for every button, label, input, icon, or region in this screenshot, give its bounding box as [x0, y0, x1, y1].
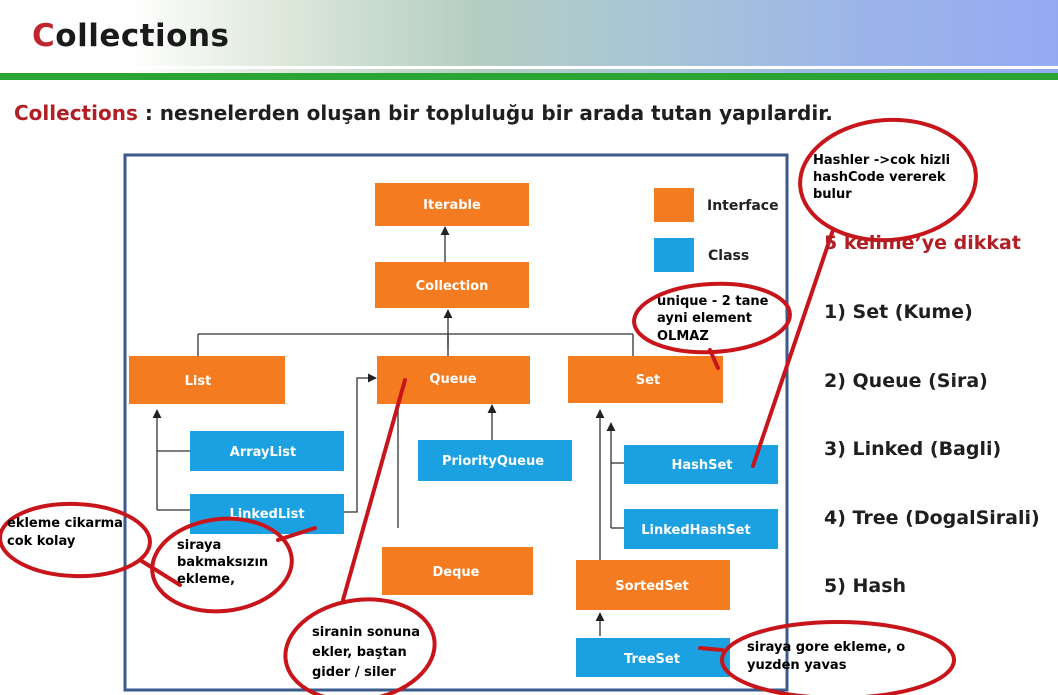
- note-ekleme-line-2: cok kolay: [7, 534, 76, 549]
- slide-title: Collections: [32, 18, 229, 54]
- legend-interface-swatch: [654, 188, 694, 222]
- annotation-unique-pointer: [708, 348, 720, 370]
- annotation-siraya-pointer: [276, 526, 317, 542]
- slide-header: Collections: [0, 0, 1058, 80]
- note-tree-line-2: yuzden yavas: [747, 658, 847, 673]
- node-set: [568, 356, 723, 403]
- annotation-siranin-ellipse: [283, 597, 437, 695]
- slide-title-rest: ollections: [55, 18, 230, 54]
- label-iterable: Iterable: [423, 198, 481, 213]
- note-tree-line-1: siraya gore ekleme, o: [747, 640, 905, 655]
- node-linkedhashset: [624, 509, 778, 549]
- header-divider-green: [0, 73, 1058, 80]
- note-hash-line-3: bulur: [813, 187, 852, 202]
- definition-term: Collections: [14, 101, 138, 125]
- definition-text: : nesnelerden oluşan bir topluluğu bir a…: [137, 101, 833, 125]
- label-priorityqueue: PriorityQueue: [442, 454, 544, 469]
- node-list: [129, 356, 285, 404]
- note-siranin-line-2: ekler, baştan: [312, 645, 407, 660]
- node-deque: [382, 547, 533, 595]
- keyword-item-hash: 5) Hash: [824, 575, 907, 597]
- keywords-heading: 5 kelime’ye dikkat: [824, 232, 1021, 254]
- note-siranin-line-1: siranin sonuna: [312, 625, 420, 640]
- note-siraya-line-1: siraya: [177, 538, 221, 553]
- label-queue: Queue: [429, 372, 476, 387]
- annotation-tree-pointer: [698, 646, 724, 652]
- label-list: List: [185, 374, 212, 389]
- legend-class-label: Class: [708, 248, 749, 264]
- label-set: Set: [636, 373, 660, 388]
- note-hash-line-2: hashCode vererek: [813, 170, 946, 185]
- keyword-item-set: 1) Set (Kume): [824, 301, 973, 323]
- legend: Interface Class: [654, 188, 779, 272]
- annotation-ekleme-pointer: [138, 558, 182, 587]
- note-unique-line-3: OLMAZ: [657, 329, 709, 344]
- annotations: [0, 117, 978, 695]
- label-hashset: HashSet: [671, 458, 732, 473]
- node-treeset: [576, 638, 730, 677]
- note-hash-line-1: Hashler ->cok hizli: [813, 153, 950, 168]
- note-ekleme-line-1: ekleme cikarma: [7, 516, 123, 531]
- annotation-hash-ellipse: [798, 117, 978, 243]
- node-sortedset: [576, 560, 730, 610]
- annotation-texts: Hashler ->cok hizli hashCode vererek bul…: [7, 153, 950, 680]
- connectors: [152, 226, 634, 636]
- header-divider-white: [0, 66, 1058, 69]
- label-deque: Deque: [433, 565, 480, 580]
- annotation-ekleme-ellipse: [0, 501, 152, 579]
- annotation-hash-pointer: [751, 228, 835, 468]
- keyword-item-tree: 4) Tree (DogalSirali): [824, 507, 1040, 529]
- note-siraya-line-2: bakmaksızın: [177, 555, 268, 570]
- label-sortedset: SortedSet: [615, 579, 688, 594]
- annotation-siranin-pointer: [341, 378, 407, 602]
- annotation-tree-ellipse: [720, 620, 956, 695]
- label-linkedlist: LinkedList: [229, 507, 304, 522]
- node-iterable: [375, 183, 529, 226]
- note-unique-line-2: ayni element: [657, 311, 752, 326]
- edge-linkedlist-queue: [344, 373, 377, 513]
- keyword-item-linked: 3) Linked (Bagli): [824, 438, 1002, 460]
- legend-class-swatch: [654, 238, 694, 272]
- label-collection: Collection: [416, 279, 489, 294]
- keyword-item-queue: 2) Queue (Sira): [824, 370, 988, 392]
- note-siraya-line-3: ekleme,: [177, 572, 235, 587]
- label-linkedhashset: LinkedHashSet: [641, 523, 750, 538]
- class-nodes: [190, 431, 778, 677]
- label-treeset: TreeSet: [624, 652, 680, 667]
- note-unique-line-1: unique - 2 tane: [657, 294, 769, 309]
- node-arraylist: [190, 431, 344, 471]
- interface-nodes: [129, 183, 730, 610]
- note-siranin-line-3: gider / siler: [312, 665, 397, 680]
- node-collection: [375, 262, 529, 308]
- node-priorityqueue: [418, 440, 572, 481]
- definition-line: Collections : nesnelerden oluşan bir top…: [14, 101, 833, 125]
- slide-title-initial: C: [32, 18, 56, 54]
- annotation-siraya-ellipse: [150, 516, 294, 614]
- annotation-unique-ellipse: [632, 281, 792, 355]
- legend-interface-label: Interface: [707, 198, 779, 214]
- label-arraylist: ArrayList: [230, 445, 296, 460]
